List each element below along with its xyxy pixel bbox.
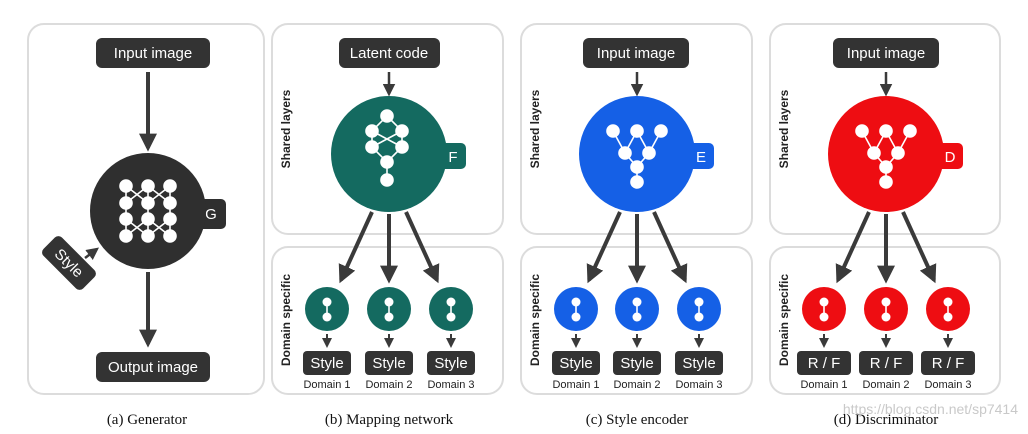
mapping-network-panel: Shared layers Domain specific Latent cod… xyxy=(271,23,504,428)
mapping-output-label-3: Style xyxy=(434,355,467,372)
encoder-domain-3: Domain 3 xyxy=(675,379,722,391)
encoder-branch-arrow-3 xyxy=(652,211,688,284)
encoder-network-icon xyxy=(606,124,668,189)
mapping-domain-head-1 xyxy=(305,287,349,331)
discriminator-domain-head-1 xyxy=(802,287,846,331)
encoder-caption: (c) Style encoder xyxy=(586,412,688,428)
mapping-domain-head-3 xyxy=(429,287,473,331)
discriminator-domain-2: Domain 2 xyxy=(862,379,909,391)
mapping-domain-head-2 xyxy=(367,287,411,331)
generator-input-label: Input image xyxy=(114,45,192,62)
mapping-caption: (b) Mapping network xyxy=(325,412,454,428)
mapping-domain-3: Domain 3 xyxy=(427,379,474,391)
generator-input-pill: Input image xyxy=(96,38,210,68)
encoder-output-label-1: Style xyxy=(559,355,592,372)
mapping-network-icon xyxy=(365,109,409,187)
mapping-domain-1: Domain 1 xyxy=(303,379,350,391)
mapping-domain-2: Domain 2 xyxy=(365,379,412,391)
watermark: https://blog.csdn.net/sp7414 xyxy=(843,401,1018,417)
encoder-tag-label: E xyxy=(696,149,706,166)
discriminator-shared-label: Shared layers xyxy=(777,89,791,168)
discriminator-output-pill-3: R / F xyxy=(921,351,975,375)
mapping-branch-arrow-1 xyxy=(338,211,374,284)
discriminator-domain-3: Domain 3 xyxy=(924,379,971,391)
discriminator-output-pill-1: R / F xyxy=(797,351,851,375)
generator-output-pill: Output image xyxy=(96,352,210,382)
discriminator-network-icon xyxy=(855,124,917,189)
encoder-circle xyxy=(579,96,695,212)
mapping-domain-label: Domain specific xyxy=(279,274,293,366)
encoder-domain-label: Domain specific xyxy=(528,274,542,366)
discriminator-domain-head-3 xyxy=(926,287,970,331)
style-encoder-panel: Shared layers Domain specific Input imag… xyxy=(520,23,753,428)
encoder-output-pill-3: Style xyxy=(675,351,723,375)
generator-style-arrow xyxy=(84,247,99,260)
mapping-output-label-2: Style xyxy=(372,355,405,372)
discriminator-tag-label: D xyxy=(945,149,956,166)
encoder-branch-arrow-1 xyxy=(586,211,622,284)
discriminator-domain-head-2 xyxy=(864,287,908,331)
encoder-output-pill-2: Style xyxy=(613,351,661,375)
discriminator-domain-1: Domain 1 xyxy=(800,379,847,391)
generator-caption: (a) Generator xyxy=(107,412,187,428)
encoder-domain-1: Domain 1 xyxy=(552,379,599,391)
mapping-output-pill-1: Style xyxy=(303,351,351,375)
discriminator-input-label: Input image xyxy=(847,45,925,62)
discriminator-output-label-1: R / F xyxy=(808,355,841,372)
encoder-shared-label: Shared layers xyxy=(528,89,542,168)
generator-output-label: Output image xyxy=(108,359,198,376)
discriminator-branch-arrow-3 xyxy=(901,211,937,284)
generator-network-icon xyxy=(119,179,177,243)
mapping-input-label: Latent code xyxy=(350,45,428,62)
encoder-output-label-3: Style xyxy=(682,355,715,372)
discriminator-panel: Shared layers Domain specific Input imag… xyxy=(769,23,1001,428)
discriminator-output-pill-2: R / F xyxy=(859,351,913,375)
mapping-output-pill-2: Style xyxy=(365,351,413,375)
mapping-circle xyxy=(331,96,447,212)
discriminator-output-label-2: R / F xyxy=(870,355,903,372)
mapping-output-pill-3: Style xyxy=(427,351,475,375)
discriminator-branch-arrow-1 xyxy=(835,211,871,284)
generator-panel: Input image G xyxy=(27,23,265,428)
discriminator-input-pill: Input image xyxy=(833,38,939,68)
encoder-domain-head-2 xyxy=(615,287,659,331)
encoder-input-pill: Input image xyxy=(583,38,689,68)
mapping-shared-label: Shared layers xyxy=(279,89,293,168)
encoder-domain-2: Domain 2 xyxy=(613,379,660,391)
mapping-output-label-1: Style xyxy=(310,355,343,372)
encoder-input-label: Input image xyxy=(597,45,675,62)
discriminator-circle xyxy=(828,96,944,212)
mapping-tag-label: F xyxy=(448,149,457,166)
discriminator-output-label-3: R / F xyxy=(932,355,965,372)
mapping-branch-arrow-3 xyxy=(404,211,440,284)
encoder-domain-head-1 xyxy=(554,287,598,331)
discriminator-caption: (d) Discriminator xyxy=(834,412,939,428)
encoder-output-label-2: Style xyxy=(620,355,653,372)
generator-tag-label: G xyxy=(205,206,217,223)
mapping-input-pill: Latent code xyxy=(339,38,440,68)
encoder-output-pill-1: Style xyxy=(552,351,600,375)
encoder-domain-head-3 xyxy=(677,287,721,331)
discriminator-domain-label: Domain specific xyxy=(777,274,791,366)
